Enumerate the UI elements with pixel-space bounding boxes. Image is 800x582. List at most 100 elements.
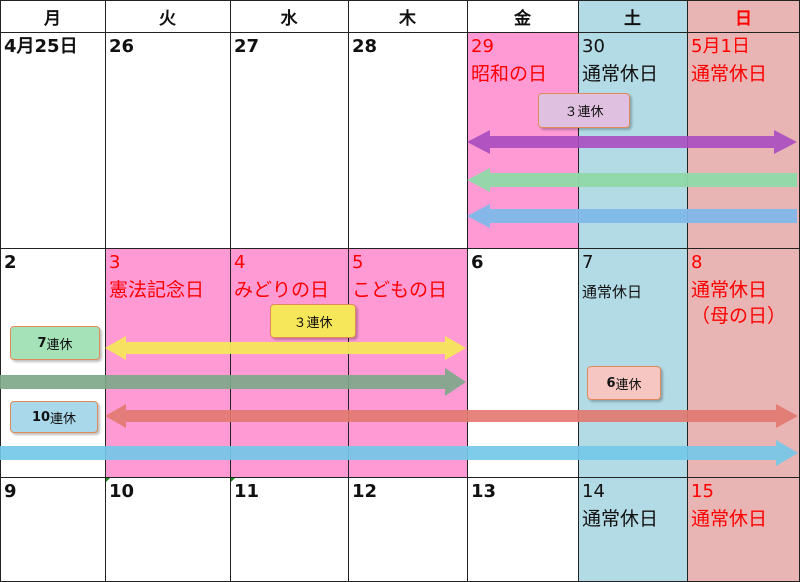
arrow-3day-purple (467, 130, 797, 154)
day-cell-may4[interactable]: 4 みどりの日 (230, 248, 348, 477)
holiday-name: 通常休日 (691, 279, 768, 301)
date-number: 9 (4, 481, 17, 502)
day-cell-may8[interactable]: 8 通常休日 （母の日） (687, 248, 800, 477)
day-cell-may9[interactable]: 9 (0, 477, 105, 581)
weekday-sat: 土 (624, 8, 641, 29)
day-cell-may12[interactable]: 12 (348, 477, 467, 581)
holiday-name: 通常休日 (582, 63, 659, 85)
callout-number: 7 (37, 335, 47, 351)
date-number: 14 (582, 481, 605, 502)
date-number: 4 (234, 252, 246, 273)
day-cell-apr28[interactable]: 28 (348, 32, 467, 248)
day-cell-may15[interactable]: 15 通常休日 (687, 477, 800, 581)
weekday-fri: 金 (514, 8, 531, 29)
date-number: 30 (582, 36, 605, 57)
arrow-10day-cyan (0, 440, 798, 466)
weekday-sun: 日 (735, 8, 752, 29)
date-number: 29 (471, 36, 494, 57)
date-number: 13 (471, 481, 497, 502)
weekday-mon: 月 (44, 8, 61, 29)
date-number: 5月1日 (691, 36, 750, 57)
callout-unit: 連休 (577, 105, 604, 120)
date-number: 10 (109, 481, 135, 502)
grid-line (230, 0, 231, 582)
date-number: 3 (109, 252, 121, 273)
date-number: 2 (4, 252, 17, 273)
sun-column-bg (687, 0, 800, 582)
grid-line (687, 0, 688, 582)
date-number: 6 (471, 252, 484, 273)
comment-marker-icon (231, 478, 235, 482)
day-cell-apr29[interactable]: 29 昭和の日 (467, 32, 578, 248)
golden-week-holiday-bg (105, 248, 467, 477)
callout-number: 6 (606, 375, 616, 391)
day-cell-may11[interactable]: 11 (230, 477, 348, 581)
date-number: 4月25日 (4, 36, 78, 57)
holiday-name: みどりの日 (234, 279, 330, 301)
callout-unit: 連休 (50, 411, 77, 427)
day-cell-apr26[interactable]: 26 (105, 32, 230, 248)
arrow-blue-w1 (467, 204, 797, 228)
holiday-name: 憲法記念日 (109, 279, 205, 301)
grid-line (578, 0, 579, 582)
day-cell-may3[interactable]: 3 憲法記念日 (105, 248, 230, 477)
date-number: 12 (352, 481, 378, 502)
header-row-bg (0, 0, 578, 32)
day-cell-may6[interactable]: 6 (467, 248, 578, 477)
date-number: 11 (234, 481, 260, 502)
day-cell-apr27[interactable]: 27 (230, 32, 348, 248)
date-number: 15 (691, 481, 714, 502)
grid-line (105, 0, 106, 582)
date-number: 7 (582, 252, 594, 273)
day-cell-may1[interactable]: 5月1日 通常休日 (687, 32, 800, 248)
day-cell-may10[interactable]: 10 (105, 477, 230, 581)
holiday-name: 通常休日 (691, 63, 768, 85)
arrow-7day-green (0, 368, 466, 396)
grid-line (0, 0, 800, 1)
callout-unit: 連休 (306, 315, 333, 331)
weekday-tue: 火 (159, 8, 176, 29)
grid-line (0, 0, 1, 582)
date-number: 27 (234, 36, 260, 57)
arrow-6day-salmon (105, 404, 798, 428)
date-number: 5 (352, 252, 364, 273)
holiday-name: 昭和の日 (471, 63, 548, 85)
day-cell-may5[interactable]: 5 こどもの日 (348, 248, 467, 477)
grid-line (0, 32, 800, 33)
day-cell-may7[interactable]: 7 通常休日 (578, 248, 687, 477)
callout-unit: 連休 (46, 337, 73, 353)
date-number: 28 (352, 36, 378, 57)
day-cell-may14[interactable]: 14 通常休日 (578, 477, 687, 581)
day-cell-may13[interactable]: 13 (467, 477, 578, 581)
day-cell-apr25[interactable]: 4月25日 (0, 32, 105, 248)
holiday-name: 通常休日 (582, 283, 643, 301)
grid-line (0, 248, 800, 249)
callout-unit: 連休 (615, 377, 642, 393)
holiday-name: 通常休日 (691, 508, 768, 530)
arrow-green-w1 (467, 168, 797, 192)
weekday-wed: 水 (280, 8, 298, 29)
day-cell-may2[interactable]: 2 (0, 248, 105, 477)
grid-line (348, 0, 349, 582)
holiday-name: こどもの日 (352, 279, 448, 301)
callout-number: ３ (564, 105, 578, 120)
callout-number: 10 (31, 409, 51, 425)
grid-line (0, 477, 800, 478)
weekday-thu: 木 (399, 8, 416, 29)
comment-marker-icon (106, 478, 110, 482)
day-cell-apr30[interactable]: 30 通常休日 (578, 32, 687, 248)
holiday-name: 通常休日 (582, 508, 659, 530)
holiday-note: （母の日） (691, 305, 787, 327)
date-number: 26 (109, 36, 135, 57)
callout-number: ３ (293, 315, 307, 331)
arrow-3day-yellow (105, 336, 466, 360)
grid-line (467, 0, 468, 582)
date-number: 8 (691, 252, 703, 273)
